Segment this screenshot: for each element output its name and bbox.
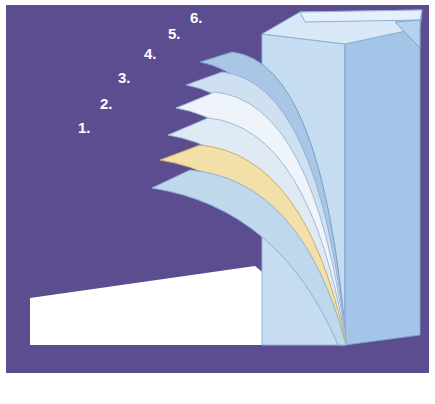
carton-top — [262, 10, 422, 44]
carton-seal — [300, 10, 422, 22]
layer-sheet — [152, 170, 346, 345]
carton-flap — [395, 20, 420, 48]
callout-number: 5. — [168, 26, 181, 41]
callout-number: 4. — [144, 46, 157, 61]
callout-number: 1. — [78, 120, 91, 135]
callout-number: 3. — [118, 70, 131, 85]
callout-number: 2. — [100, 96, 113, 111]
callout-number: 6. — [190, 10, 203, 25]
carton-front — [345, 28, 420, 345]
purple-panel — [6, 5, 429, 373]
